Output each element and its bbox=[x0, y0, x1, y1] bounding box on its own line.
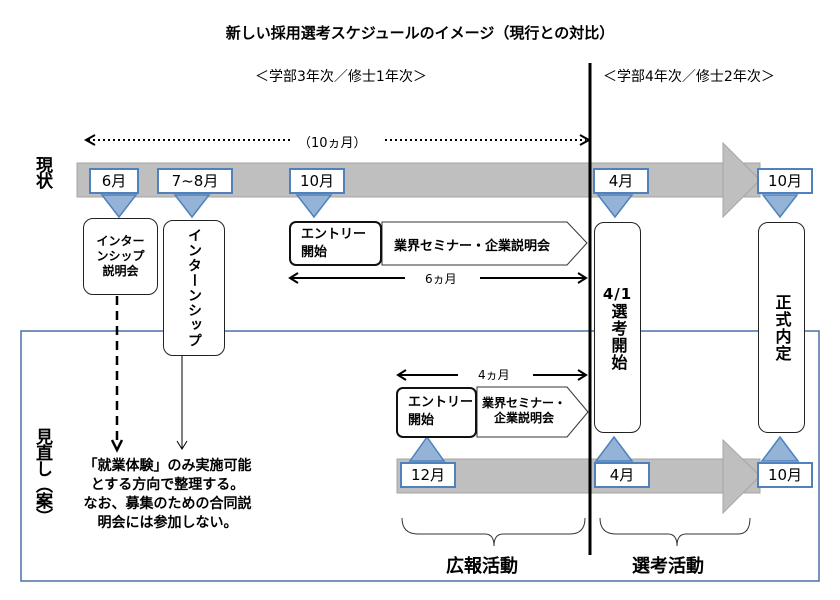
seminar-line2: 企業説明会 bbox=[493, 411, 554, 425]
formal-offer-text: 正式内定 bbox=[772, 293, 792, 362]
marker-triangle bbox=[408, 435, 446, 462]
formal-offer-box: 正式内定 bbox=[758, 222, 805, 433]
four-month-span-arrow bbox=[396, 369, 588, 381]
marker-triangle bbox=[173, 194, 211, 219]
selection-phase-brace bbox=[599, 517, 751, 547]
proposed-seminar-text: 業界セミナー・ 企業説明会 bbox=[478, 396, 570, 426]
proposed-note: 「就業体験」のみ実施可能 とする方向で整理する。 なお、募集のための合同説 明会… bbox=[70, 457, 265, 533]
note-line: 「就業体験」のみ実施可能 bbox=[83, 458, 252, 474]
month-label-july-aug: 7~8月 bbox=[157, 168, 233, 194]
entry-start-line1: エントリー bbox=[408, 395, 474, 410]
seminar-arrow-shape bbox=[381, 221, 588, 266]
six-month-span-arrow bbox=[288, 272, 588, 284]
note-line: 明会には参加しない。 bbox=[97, 515, 238, 531]
month-label-april-proposed: 4月 bbox=[594, 462, 650, 488]
seminar-arrow-shape bbox=[476, 386, 589, 438]
marker-triangle bbox=[100, 194, 138, 219]
selection-phase-label: 選考活動 bbox=[632, 556, 704, 577]
selection-start-text: 選考開始 bbox=[608, 302, 628, 371]
internship-briefing-text: インターンシップ説明会 bbox=[96, 234, 145, 278]
thin-down-arrow bbox=[176, 356, 188, 450]
selection-start-box: 4/1 選考開始 bbox=[594, 222, 641, 433]
marker-triangle bbox=[295, 194, 333, 219]
month-label-april: 4月 bbox=[593, 168, 649, 194]
current-row-label: 現状 bbox=[32, 156, 52, 188]
month-label-june: 6月 bbox=[89, 168, 139, 194]
entry-start-line2: 開始 bbox=[408, 413, 435, 428]
marker-triangle bbox=[594, 435, 634, 462]
internship-box: インターンシップ bbox=[163, 220, 225, 356]
dashed-down-arrow bbox=[110, 296, 124, 453]
pr-phase-brace bbox=[401, 517, 586, 547]
seminar-line1: 業界セミナー・ bbox=[481, 396, 566, 410]
seminar-text: 業界セミナー・企業説明会 bbox=[394, 239, 551, 254]
proposed-frame bbox=[20, 330, 820, 582]
internship-briefing-box: インターンシップ説明会 bbox=[83, 218, 158, 295]
marker-triangle bbox=[760, 435, 800, 462]
ten-month-label: （10ヵ月） bbox=[298, 136, 367, 151]
marker-triangle bbox=[761, 194, 799, 219]
marker-triangle bbox=[596, 194, 634, 219]
month-label-october-offer: 10月 bbox=[757, 168, 813, 194]
proposed-row-label: 見直し（案） bbox=[32, 428, 52, 524]
grade-header-year4: ＜学部4年次／修士2年次＞ bbox=[603, 69, 775, 85]
entry-start-box: エントリー開始 bbox=[289, 221, 382, 266]
diagram-title: 新しい採用選考スケジュールのイメージ（現行との対比） bbox=[225, 24, 615, 42]
pr-phase-label: 広報活動 bbox=[446, 556, 518, 577]
month-label-december: 12月 bbox=[400, 462, 456, 488]
entry-start-text: エントリー開始 bbox=[301, 227, 367, 260]
note-line: なお、募集のための合同説 bbox=[83, 496, 252, 512]
internship-text: インターンシップ bbox=[186, 228, 202, 348]
six-month-label: 6ヵ月 bbox=[425, 272, 457, 286]
selection-start-date: 4/1 bbox=[602, 284, 633, 303]
month-label-october: 10月 bbox=[289, 168, 345, 194]
month-label-october-proposed: 10月 bbox=[757, 462, 813, 488]
proposed-entry-start-box: エントリー 開始 bbox=[396, 387, 477, 438]
four-month-label: 4ヵ月 bbox=[478, 368, 510, 382]
note-line: とする方向で整理する。 bbox=[90, 477, 245, 493]
grade-header-year3: ＜学部3年次／修士1年次＞ bbox=[255, 69, 427, 85]
